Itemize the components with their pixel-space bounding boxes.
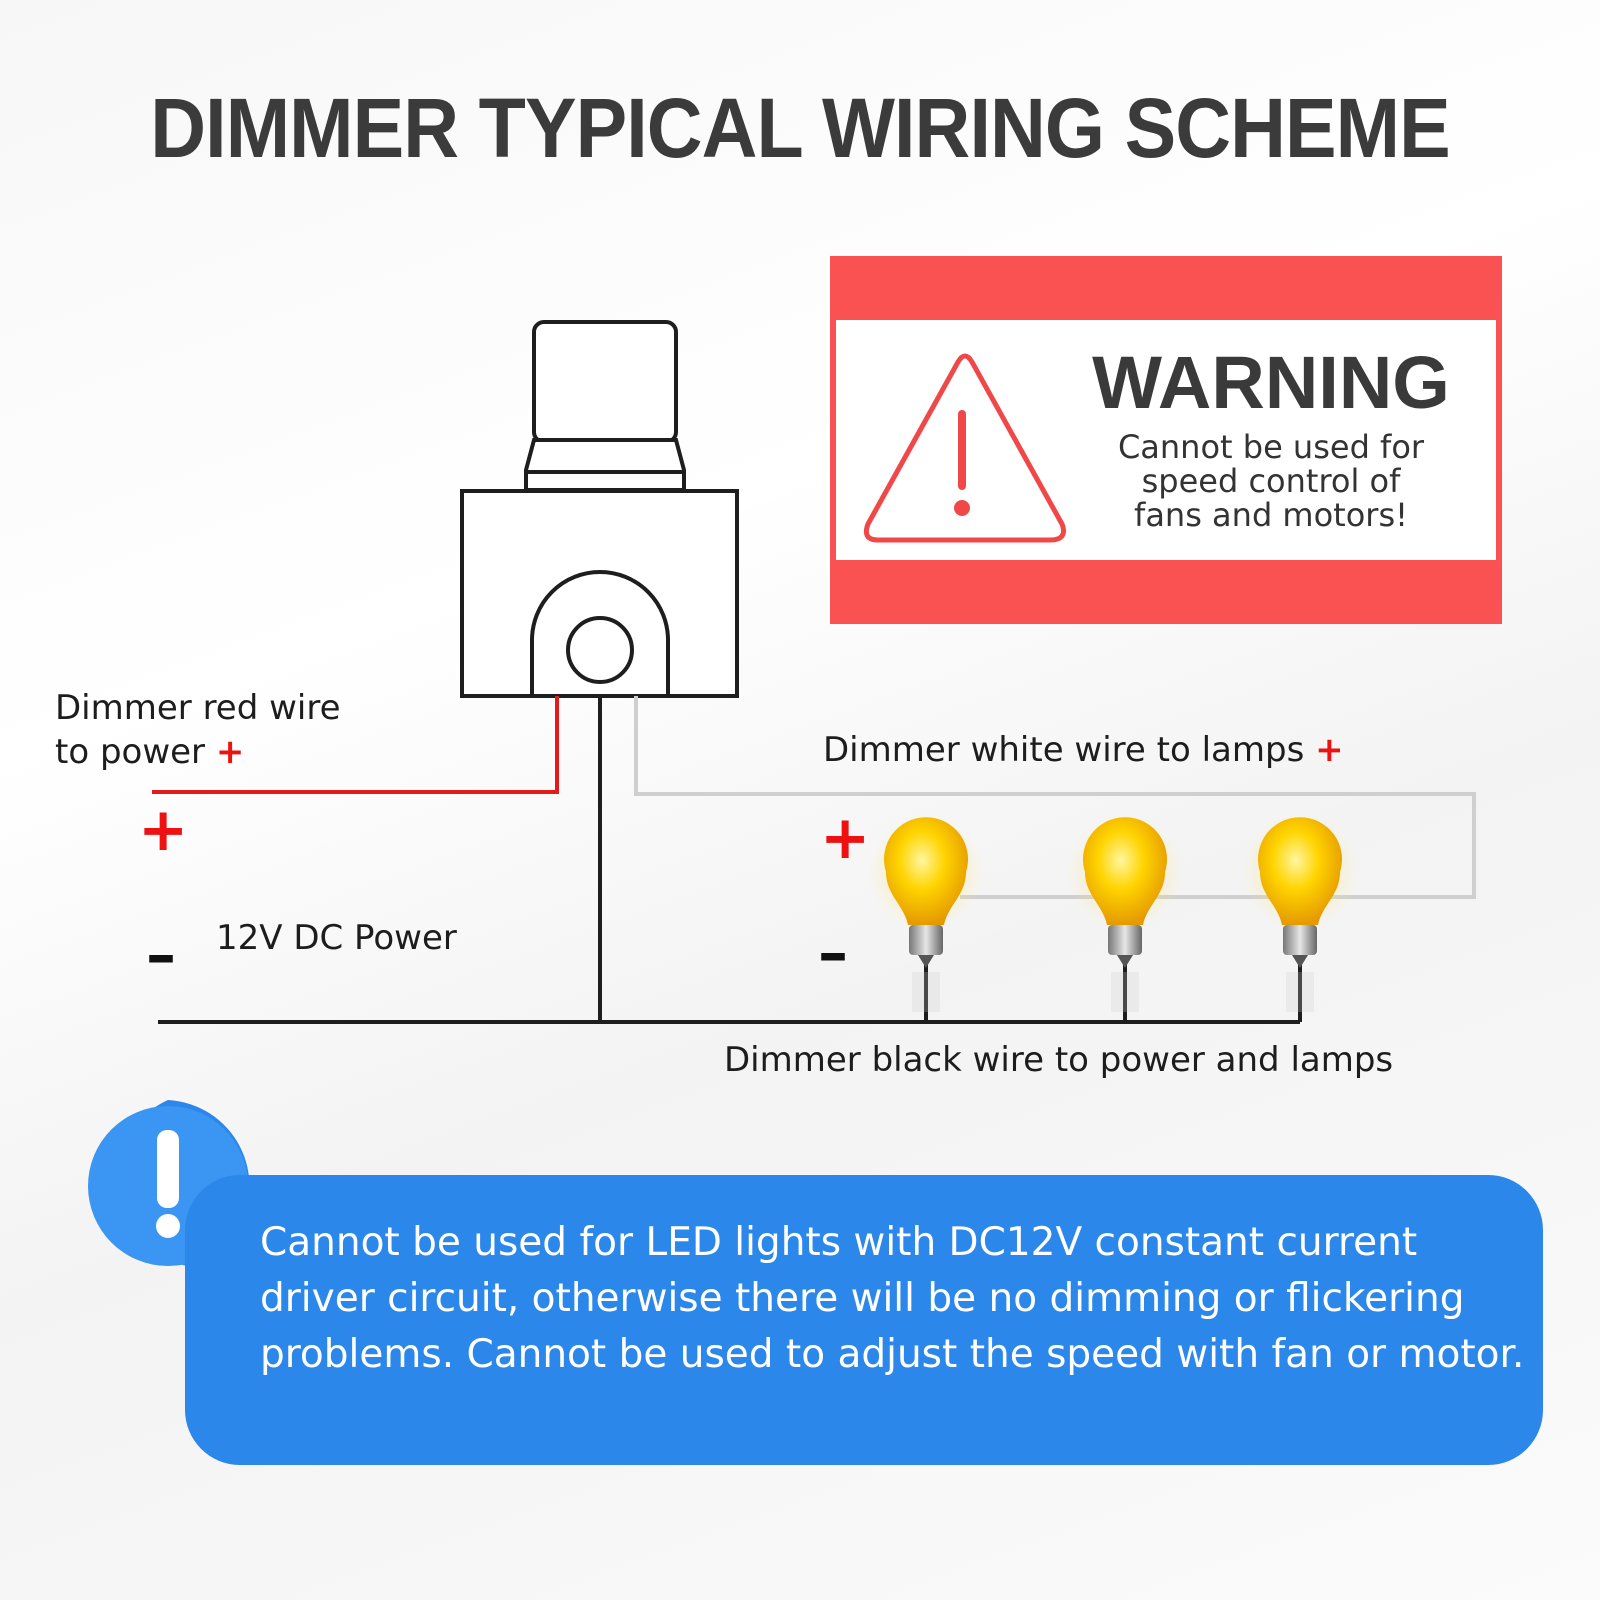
- warning-triangle-icon: [863, 353, 1066, 543]
- red-wire: [152, 696, 559, 794]
- warning-box: WARNING Cannot be used for speed control…: [830, 256, 1502, 624]
- dimmer-screw: [566, 616, 634, 684]
- lamps-plus-sign: +: [820, 803, 871, 873]
- lamps-minus-sign: –: [818, 918, 848, 988]
- note-text: Cannot be used for LED lights with DC12V…: [260, 1220, 1525, 1377]
- power-label: 12V DC Power: [216, 918, 457, 958]
- dimmer-switch: [460, 320, 739, 698]
- white-wire: [634, 696, 1476, 899]
- page-title: DIMMER TYPICAL WIRING SCHEME: [150, 81, 1450, 175]
- warning-text: Cannot be used for speed control of fans…: [1117, 428, 1425, 534]
- note-box: Cannot be used for LED lights with DC12V…: [185, 1175, 1543, 1465]
- dimmer-arch: [530, 570, 670, 696]
- warning-panel: WARNING Cannot be used for speed control…: [836, 320, 1496, 560]
- lamp: [1067, 814, 1183, 1012]
- white-wire-label: Dimmer white wire to lamps +: [823, 730, 1344, 770]
- warning-title: WARNING: [1092, 341, 1450, 424]
- lamp: [868, 814, 984, 1012]
- power-minus-sign: –: [146, 920, 176, 990]
- red-wire-label: Dimmer red wire to power +: [55, 688, 341, 772]
- lamp: [1242, 814, 1358, 1012]
- plus-sign: +: [1315, 730, 1344, 770]
- dimmer-body: [460, 489, 739, 698]
- power-plus-sign: +: [138, 795, 189, 865]
- dimmer-knob: [532, 320, 678, 444]
- dimmer-shaft: [524, 438, 686, 492]
- plus-sign: +: [215, 732, 245, 772]
- black-wire-label: Dimmer black wire to power and lamps: [724, 1040, 1394, 1080]
